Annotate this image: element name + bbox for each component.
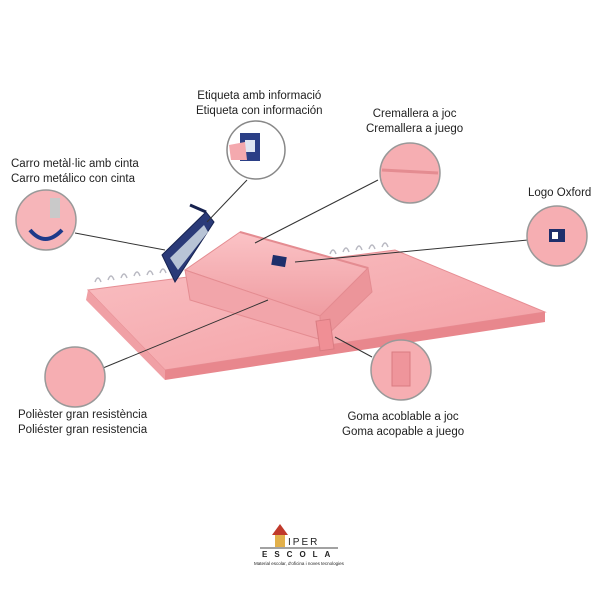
brand-tagline: Material escolar, d'oficina i noves tecn…	[254, 561, 344, 566]
callout-circle-carro	[15, 189, 77, 251]
callout-goma-label: Goma acoblable a joc Goma acopable a jue…	[342, 410, 464, 440]
zipper-line	[239, 231, 369, 269]
callout-carro-line1: Carro metàl·lic amb cinta	[11, 158, 139, 170]
callout-lines	[74, 179, 529, 369]
brand-logo	[260, 524, 338, 549]
callout-logo-label: Logo Oxford	[528, 186, 591, 201]
callout-cremallera-line2: Cremallera a juego	[366, 123, 464, 135]
callout-etiqueta-line1: Etiqueta amb informació	[197, 90, 322, 102]
callout-etiqueta-line2: Etiqueta con información	[196, 105, 323, 117]
metal-tag-holder	[161, 203, 215, 284]
callout-circle-cremallera	[379, 142, 441, 204]
callout-carro-line2: Carro metálico con cinta	[11, 173, 135, 185]
callout-goma-line1: Goma acoblable a joc	[347, 411, 459, 423]
callout-cremallera-label: Cremallera a joc Cremallera a juego	[366, 107, 463, 137]
callout-cremallera-line1: Cremallera a joc	[372, 108, 457, 120]
callout-circle-logo	[526, 205, 588, 267]
brand-word1: IPER	[288, 537, 320, 548]
elastic-strap	[315, 318, 335, 352]
callout-circle-poliester	[44, 346, 106, 408]
callout-circle-goma	[370, 339, 432, 401]
notebook-spiral	[94, 242, 389, 283]
oxford-logo-patch	[271, 254, 287, 268]
callout-poliester-label: Polièster gran resistència Poliéster gra…	[18, 408, 147, 438]
callout-etiqueta-label: Etiqueta amb informació Etiqueta con inf…	[196, 89, 323, 119]
callout-poliester-line2: Poliéster gran resistencia	[18, 424, 148, 436]
callout-poliester-line1: Polièster gran resistència	[18, 409, 148, 421]
callout-circle-etiqueta	[226, 120, 286, 180]
brand-word2: ESCOLA	[262, 550, 338, 559]
callout-logo-line1: Logo Oxford	[528, 187, 592, 199]
pencil-case	[183, 231, 373, 352]
callout-carro-label: Carro metàl·lic amb cinta Carro metálico…	[11, 157, 139, 187]
callout-goma-line2: Goma acopable a juego	[342, 426, 465, 438]
